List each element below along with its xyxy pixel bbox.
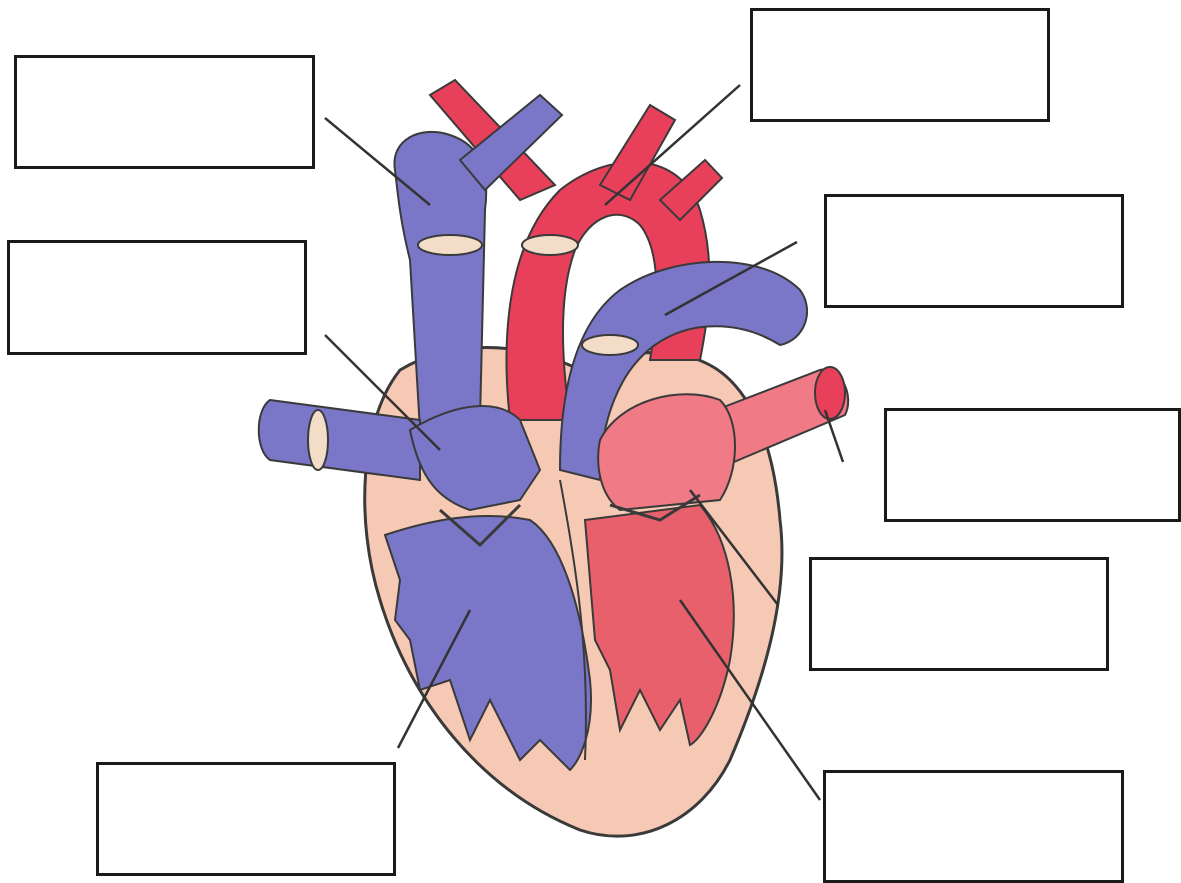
label-box-left-ventricle[interactable] xyxy=(823,770,1124,883)
inferior-vein-ring xyxy=(308,410,328,470)
label-box-pulmonary-vein[interactable] xyxy=(884,408,1181,522)
svc-valve-ring xyxy=(418,235,482,255)
label-box-left-atrium[interactable] xyxy=(809,557,1109,671)
label-box-pulmonary-artery[interactable] xyxy=(824,194,1124,308)
label-box-superior-vena-cava[interactable] xyxy=(14,55,315,169)
label-box-right-ventricle[interactable] xyxy=(96,762,396,876)
pulmonary-vein-end xyxy=(815,367,845,419)
label-box-right-atrium[interactable] xyxy=(7,240,307,355)
pulmonary-valve-ring xyxy=(582,335,638,355)
label-box-aorta[interactable] xyxy=(750,8,1050,122)
aortic-valve-ring xyxy=(522,235,578,255)
